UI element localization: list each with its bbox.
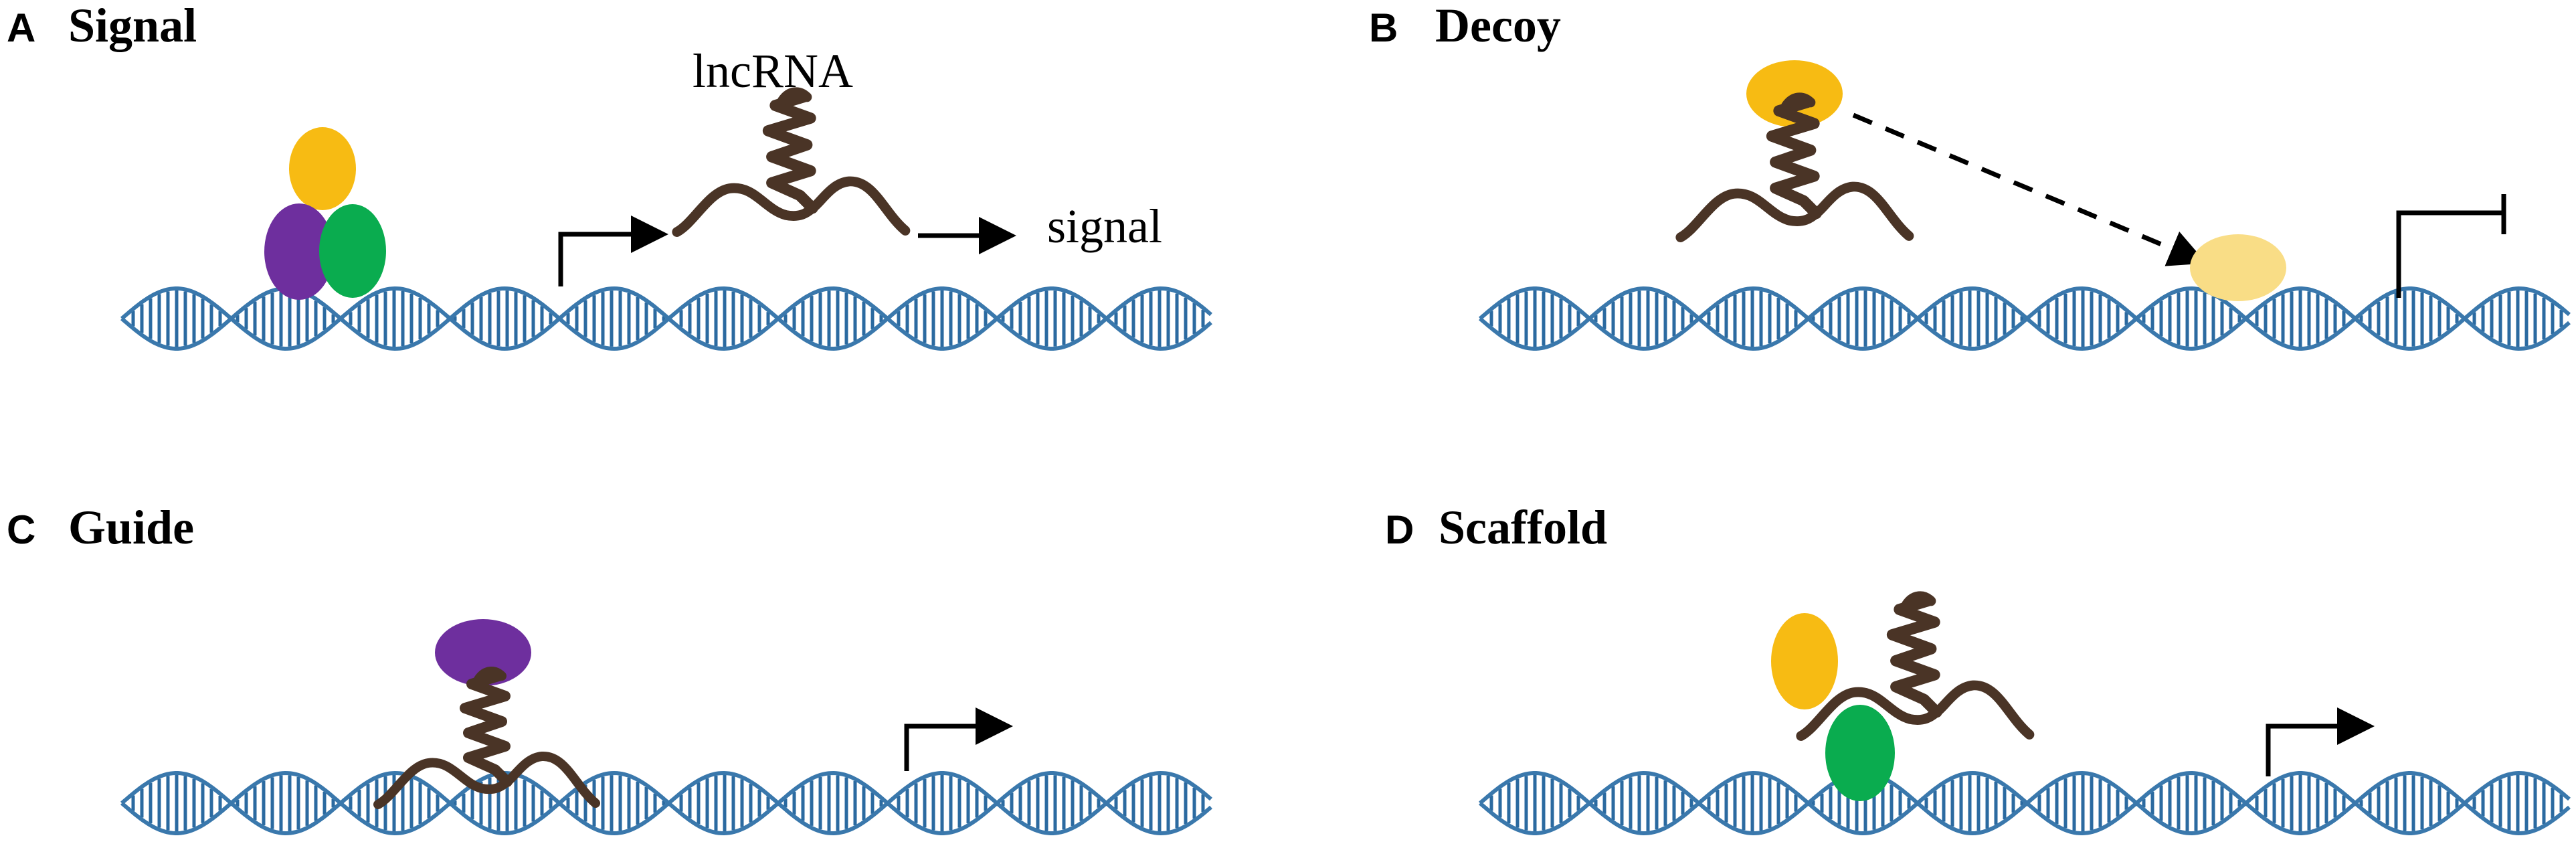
yellow-protein-icon bbox=[1771, 613, 1838, 709]
panel-guide: C Guide bbox=[7, 501, 1212, 836]
green-protein-icon bbox=[319, 204, 386, 298]
panel-decoy: B Decoy bbox=[1369, 0, 2571, 351]
lncrna-label: lncRNA bbox=[693, 44, 853, 98]
signal-label: signal bbox=[1047, 199, 1162, 253]
panel-title-guide: Guide bbox=[68, 501, 194, 554]
dna-helix-icon bbox=[120, 770, 1212, 836]
panel-letter-b: B bbox=[1369, 5, 1398, 50]
promoter-arrow-icon bbox=[558, 216, 668, 286]
panel-title-signal: Signal bbox=[68, 0, 197, 52]
purple-protein-icon bbox=[264, 203, 334, 300]
lncrna-icon bbox=[672, 87, 911, 237]
faded-yellow-protein-icon bbox=[2190, 234, 2286, 301]
panel-letter-c: C bbox=[7, 507, 35, 552]
panel-signal: A Signal lncRNA signal bbox=[7, 0, 1212, 351]
panel-letter-a: A bbox=[7, 5, 35, 50]
lncrna-icon bbox=[1675, 92, 1914, 242]
dna-helix-icon bbox=[1479, 286, 2571, 351]
dna-helix-icon bbox=[120, 286, 1212, 351]
dna-helix-icon bbox=[1479, 770, 2571, 836]
panel-title-scaffold: Scaffold bbox=[1439, 501, 1607, 554]
promoter-block-icon bbox=[2396, 194, 2506, 298]
panel-letter-d: D bbox=[1385, 507, 1414, 552]
panel-title-decoy: Decoy bbox=[1435, 0, 1561, 52]
lncrna-icon bbox=[373, 667, 600, 809]
lncrna-icon bbox=[1796, 591, 2035, 741]
dashed-arrow-icon bbox=[1852, 112, 2207, 266]
purple-protein-icon bbox=[435, 619, 531, 686]
panel-scaffold: D Scaffold bbox=[1385, 501, 2571, 836]
yellow-protein-icon bbox=[289, 127, 356, 210]
green-protein-icon bbox=[1825, 705, 1895, 801]
promoter-arrow-icon bbox=[904, 707, 1013, 771]
promoter-arrow-icon bbox=[2266, 707, 2375, 776]
